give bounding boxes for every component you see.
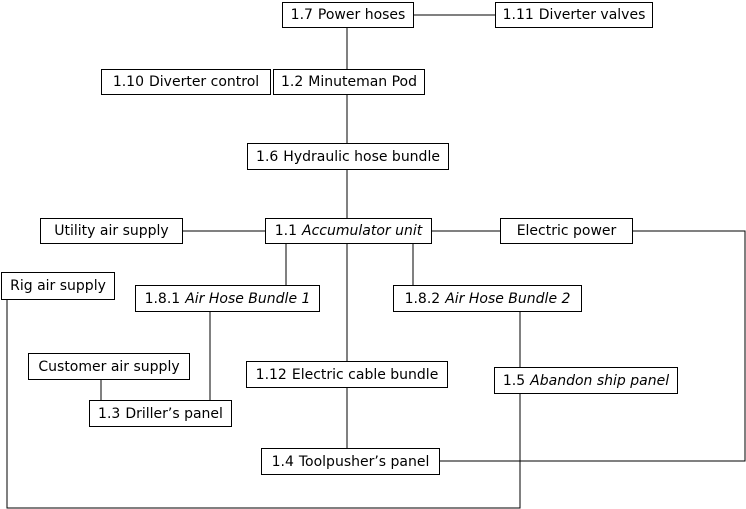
node-number: 1.12 (255, 366, 287, 383)
node-label: Rig air supply (10, 278, 106, 294)
node-number: 1.8.1 (144, 290, 181, 307)
node-label: Minuteman Pod (308, 74, 418, 90)
node-rig-air-supply: Rig air supply (1, 272, 115, 300)
connector-electric-power-toolpusher (440, 230, 746, 462)
node-number: 1.5 (502, 372, 526, 389)
node-label: Electric power (516, 223, 617, 239)
node-label: Abandon ship panel (530, 372, 670, 389)
node-diverter-control: 1.10 Diverter control (101, 69, 271, 95)
node-label: Toolpusher’s panel (298, 453, 430, 470)
node-electric-power: Electric power (500, 218, 633, 244)
node-number: 1.1 (274, 223, 298, 239)
node-customer-air-supply: Customer air supply (28, 353, 190, 380)
node-number: 1.6 (256, 148, 279, 165)
node-number: 1.3 (98, 405, 121, 422)
node-number: 1.7 (290, 7, 313, 23)
node-label: Hydraulic hose bundle (283, 148, 440, 165)
node-label: Customer air supply (38, 358, 180, 375)
node-label: Power hoses (317, 7, 406, 23)
node-utility-air-supply: Utility air supply (40, 218, 183, 244)
node-number: 1.10 (112, 74, 144, 90)
node-number: 1.8.2 (404, 290, 441, 307)
node-label: Air Hose Bundle 1 (185, 290, 311, 307)
connector-rig-air-abandon-ship (6, 300, 521, 509)
node-label: Utility air supply (54, 223, 169, 239)
node-number: 1.11 (502, 7, 534, 23)
node-label: Diverter valves (538, 7, 646, 23)
node-label: Electric cable bundle (291, 366, 439, 383)
node-label: Accumulator unit (302, 223, 423, 239)
node-number: 1.4 (271, 453, 294, 470)
node-number: 1.2 (280, 74, 304, 90)
node-label: Diverter control (149, 74, 260, 90)
node-label: Air Hose Bundle 2 (445, 290, 571, 307)
node-label: Driller’s panel (125, 405, 223, 422)
